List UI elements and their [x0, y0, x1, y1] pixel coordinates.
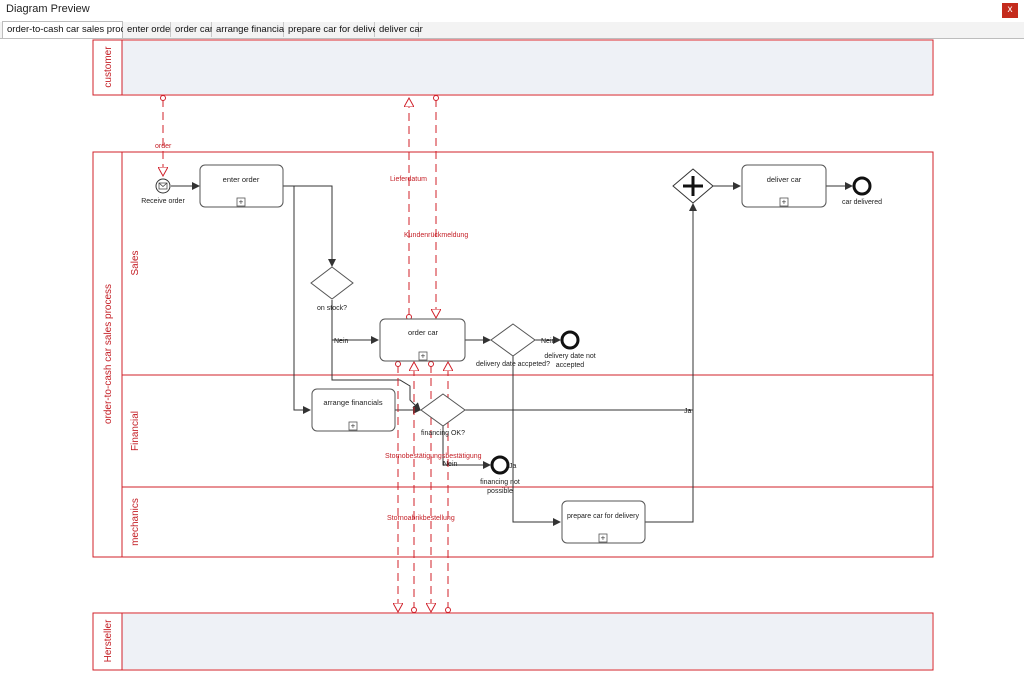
svg-text:+: +	[351, 422, 356, 431]
bpmn-diagram: customer order-to-cash car sales process…	[92, 39, 934, 671]
task-prepare-car-label: prepare car for delivery	[567, 513, 639, 520]
car-delivered-label: car delivered	[842, 199, 882, 206]
tab-prepare-car[interactable]: prepare car for delivery	[284, 22, 386, 37]
message-kundenrueckmeldung-label: Kundenrückmeldung	[404, 232, 468, 239]
task-prepare-car[interactable]: +	[561, 500, 646, 544]
message-lieferdatum-label: Lieferdatum	[390, 176, 427, 183]
gateway-delivery-date[interactable]	[490, 323, 536, 357]
end-event-financing-not-possible[interactable]	[490, 455, 510, 475]
svg-text:+: +	[239, 198, 244, 207]
task-deliver-car[interactable]: +	[741, 164, 827, 208]
gateway-financing-ok-label: financing OK?	[421, 430, 465, 437]
delivery-not-accepted-label-2: accepted	[556, 362, 585, 369]
svg-text:+: +	[782, 198, 787, 207]
diagram-tabbar: order-to-cash car sales process enter or…	[0, 21, 1024, 39]
svg-text:+: +	[601, 534, 606, 543]
flow-label-ja-financing: Ja	[684, 408, 692, 415]
tab-deliver-car[interactable]: deliver car	[375, 22, 423, 37]
tab-arrange-financials[interactable]: arrange financials	[212, 22, 291, 37]
lane-financial-label: Financial	[130, 411, 141, 451]
tab-order-car[interactable]: order car	[171, 22, 213, 37]
close-button[interactable]: x	[1002, 3, 1018, 18]
lane-sales-label: Sales	[130, 250, 141, 275]
financing-not-possible-label-1: financing not	[480, 479, 520, 486]
task-enter-order[interactable]: +	[199, 164, 284, 208]
flow-label-nein-stock: Nein	[334, 338, 349, 345]
gateway-financing-ok[interactable]	[420, 393, 466, 427]
tab-order-to-cash[interactable]: order-to-cash car sales process	[2, 21, 140, 38]
delivery-not-accepted-label-1: delivery date not	[544, 353, 595, 360]
flow-label-nein-financing: Nein	[443, 461, 458, 468]
svg-text:+: +	[421, 352, 426, 361]
pool-process-label: order-to-cash car sales process	[103, 284, 114, 424]
flow-label-ja-gateway: Ja	[509, 463, 517, 470]
end-event-car-delivered[interactable]	[852, 176, 872, 196]
pool-customer-label: customer	[103, 46, 114, 88]
gateway-parallel[interactable]	[672, 168, 714, 204]
task-order-car[interactable]: +	[379, 318, 466, 362]
receive-order-event[interactable]	[155, 178, 171, 194]
pool-customer[interactable]: customer	[92, 39, 934, 96]
receive-order-label: Receive order	[141, 198, 185, 205]
diagram-canvas: customer order-to-cash car sales process…	[0, 38, 1024, 672]
gateway-on-stock[interactable]	[310, 266, 354, 300]
lane-mechanics-label: mechanics	[130, 498, 141, 546]
window-title: Diagram Preview	[6, 3, 90, 15]
gateway-on-stock-label: on stock?	[317, 305, 347, 312]
message-order-label: order	[155, 143, 172, 150]
tab-enter-order[interactable]: enter order	[123, 22, 173, 37]
task-arrange-financials[interactable]: +	[311, 388, 396, 432]
flow-label-nein-delivery: Nein	[541, 338, 556, 345]
end-event-delivery-not-accepted[interactable]	[560, 330, 580, 350]
window-titlebar: Diagram Preview x	[0, 0, 1024, 20]
task-arrange-financials-label: arrange financials	[323, 398, 382, 407]
pool-hersteller[interactable]: Hersteller	[92, 612, 934, 671]
message-storno-bestaetigung-label: Stornobestätigungsbestätigung	[385, 453, 482, 460]
task-enter-order-label: enter order	[223, 175, 260, 184]
task-order-car-label: order car	[408, 328, 439, 337]
gateway-delivery-date-label: delivery date accpeted?	[476, 361, 550, 368]
sequence-flows	[171, 182, 853, 526]
message-storno-abbestellung-label: Stornoabrikbestellung	[387, 515, 455, 522]
message-flow-sources	[160, 95, 451, 613]
task-deliver-car-label: deliver car	[767, 175, 802, 184]
pool-hersteller-label: Hersteller	[103, 619, 114, 662]
financing-not-possible-label-2: possible	[487, 488, 513, 495]
